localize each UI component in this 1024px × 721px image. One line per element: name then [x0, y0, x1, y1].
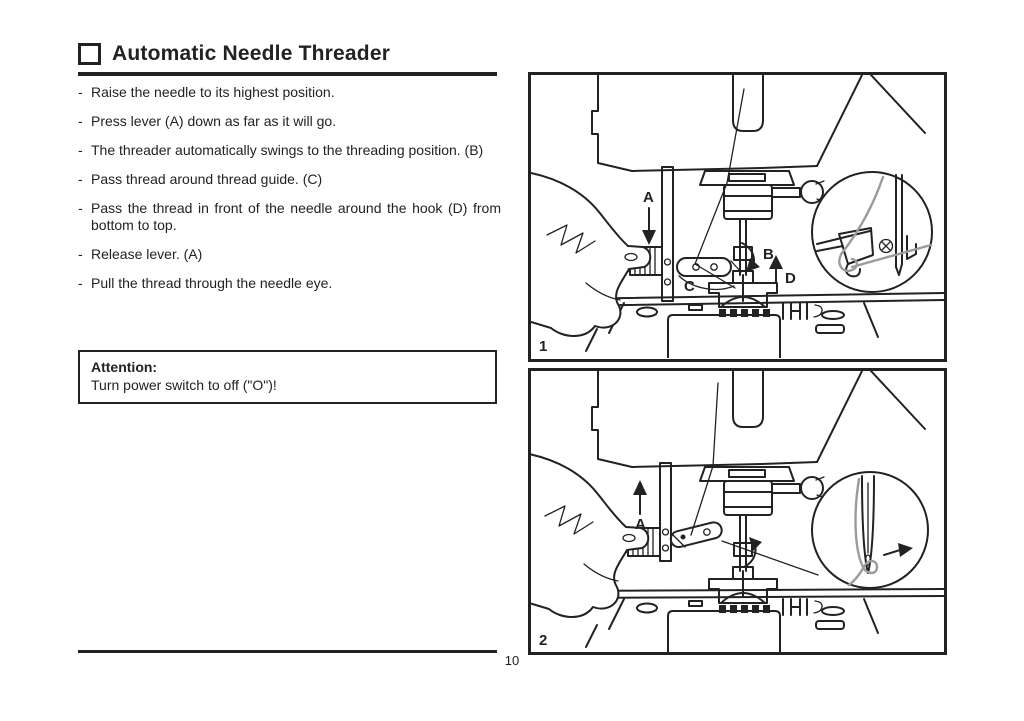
section-header: Automatic Needle Threader	[78, 42, 390, 66]
item-marker: -	[78, 246, 83, 262]
checkbox-icon	[78, 43, 101, 65]
instruction-item: - Raise the needle to its highest positi…	[78, 84, 501, 101]
arrow-curved-icon	[741, 242, 760, 272]
figure-1-illustration: A B C D	[531, 75, 944, 358]
machine-body	[591, 75, 926, 172]
label-c: C	[684, 278, 695, 295]
instruction-item: - The threader automatically swings to t…	[78, 142, 501, 159]
instruction-item: - Pass the thread in front of the needle…	[78, 200, 501, 234]
needle-assembly	[699, 466, 826, 598]
thread-line	[690, 382, 719, 536]
instruction-item: - Pull the thread through the needle eye…	[78, 275, 501, 292]
item-marker: -	[78, 84, 83, 100]
item-text: Pass the thread in front of the needle a…	[91, 200, 501, 233]
instruction-list: - Raise the needle to its highest positi…	[78, 84, 501, 304]
item-marker: -	[78, 275, 83, 291]
page-title: Automatic Needle Threader	[112, 42, 391, 65]
machine-body	[591, 371, 926, 468]
item-marker: -	[78, 142, 83, 158]
thread-line	[694, 88, 745, 289]
arrow-down-icon	[642, 207, 656, 245]
item-text: Press lever (A) down as far as it will g…	[91, 113, 337, 129]
label-d-group: D	[769, 255, 796, 287]
attention-body: Turn power switch to off ("O")!	[91, 377, 277, 393]
figure-2: A	[528, 368, 947, 655]
label-a: A	[635, 516, 646, 533]
title-divider	[78, 72, 497, 76]
label-b-group: B	[741, 242, 774, 272]
hand	[531, 453, 650, 618]
feed-dogs	[719, 309, 770, 317]
label-b: B	[763, 246, 774, 263]
figure-number: 1	[539, 338, 547, 355]
label-a-group: A	[642, 189, 656, 245]
screw-icon	[878, 238, 894, 254]
label-a-group: A	[633, 480, 647, 533]
thread-line	[721, 540, 819, 576]
label-a: A	[643, 189, 654, 206]
attention-heading: Attention:	[91, 359, 158, 375]
arrow-up-icon	[769, 255, 783, 284]
item-marker: -	[78, 200, 83, 216]
figure-number: 2	[539, 632, 547, 649]
item-marker: -	[78, 113, 83, 129]
figure-2-illustration: A	[531, 371, 944, 652]
figure-1: A B C D	[528, 72, 947, 362]
instruction-item: - Press lever (A) down as far as it will…	[78, 113, 501, 130]
item-text: The threader automatically swings to the…	[91, 142, 484, 158]
magnifier-inset	[811, 171, 933, 293]
item-text: Pull the thread through the needle eye.	[91, 275, 333, 291]
instruction-item: - Pass thread around thread guide. (C)	[78, 171, 501, 188]
feed-dogs	[719, 605, 770, 613]
page-number: 10	[504, 653, 520, 668]
item-text: Release lever. (A)	[91, 246, 203, 262]
machine-bed	[560, 292, 944, 358]
item-text: Raise the needle to its highest position…	[91, 84, 335, 100]
label-d: D	[785, 270, 796, 287]
item-marker: -	[78, 171, 83, 187]
instruction-item: - Release lever. (A)	[78, 246, 501, 263]
attention-box: Attention: Turn power switch to off ("O"…	[78, 350, 497, 404]
hand	[531, 172, 652, 337]
needle-assembly	[699, 170, 826, 302]
presser-foot	[708, 270, 778, 308]
magnifier-inset	[811, 471, 929, 589]
footer-divider	[78, 650, 497, 653]
arrow-up-icon	[633, 480, 647, 515]
arrow-curved-icon	[743, 537, 762, 568]
item-text: Pass thread around thread guide. (C)	[91, 171, 323, 187]
arrow-right-icon	[883, 543, 913, 557]
